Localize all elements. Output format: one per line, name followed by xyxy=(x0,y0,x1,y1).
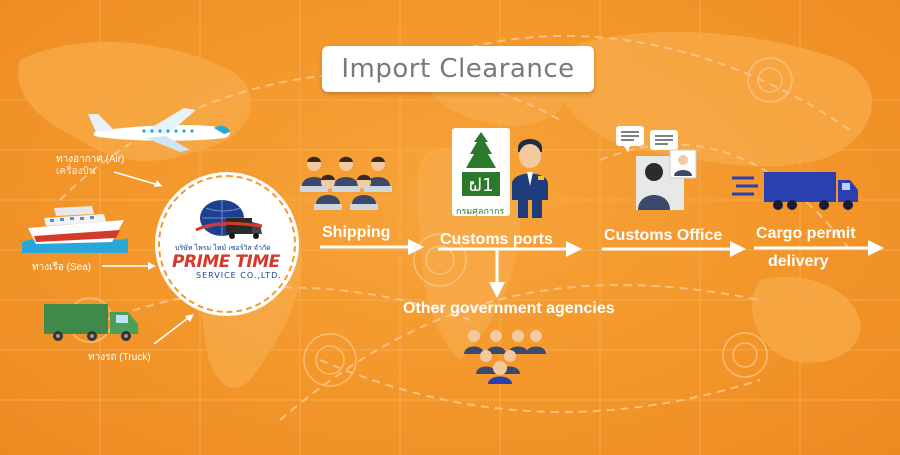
logo-truck-icon xyxy=(195,200,263,239)
airplane-icon xyxy=(88,108,230,152)
company-logo-badge xyxy=(158,175,296,313)
svg-text:ຝ1: ຝ1 xyxy=(468,175,493,196)
step-delivery-label: delivery xyxy=(768,253,829,270)
cargo-truck-icon xyxy=(732,172,858,210)
truck-arrow-icon xyxy=(153,314,194,345)
air-label-thai: เครื่องบิน xyxy=(56,166,96,177)
logo-thai-name: บริษัท ไพรม ไทม์ เซอร์วิส จำกัด xyxy=(175,244,271,252)
air-label: ทางอากาศ (Air) xyxy=(56,154,125,165)
ship-icon xyxy=(22,206,128,253)
customs-ports-arrow-icon xyxy=(438,241,582,257)
air-arrow-icon xyxy=(113,171,163,187)
customs-department-text: กรมศุลกากร xyxy=(456,207,505,217)
customs-emblem-icon: ຝ1 xyxy=(462,132,500,196)
logo-main-text: PRIME TIME xyxy=(172,252,280,272)
shipping-staff-icon xyxy=(300,156,392,210)
cargo-permit-arrow-icon xyxy=(754,240,884,256)
agency-people-icon xyxy=(464,330,546,384)
step-other-agencies-label: Other government agencies xyxy=(403,300,615,317)
logo-sub-text: SERVICE CO.,LTD. xyxy=(196,271,282,280)
sea-label: ทางเรือ (Sea) xyxy=(32,262,92,273)
page-title: Import Clearance xyxy=(341,54,575,84)
title-box: Import Clearance xyxy=(322,46,594,92)
step-shipping-label: Shipping xyxy=(322,224,391,241)
officer-icon xyxy=(512,139,548,218)
shipping-arrow-icon xyxy=(320,239,424,255)
step-customs-ports-label: Customs ports xyxy=(440,231,553,248)
step-cargo-permit-label: Cargo permit xyxy=(756,225,856,242)
sea-arrow-icon xyxy=(102,262,156,270)
agencies-down-arrow-icon xyxy=(489,250,505,298)
truck-label: ทางรถ (Truck) xyxy=(88,352,151,363)
customs-office-icon xyxy=(616,126,697,210)
customs-office-arrow-icon xyxy=(602,241,746,257)
step-customs-office-label: Customs Office xyxy=(604,227,723,244)
truck-icon xyxy=(44,304,138,341)
